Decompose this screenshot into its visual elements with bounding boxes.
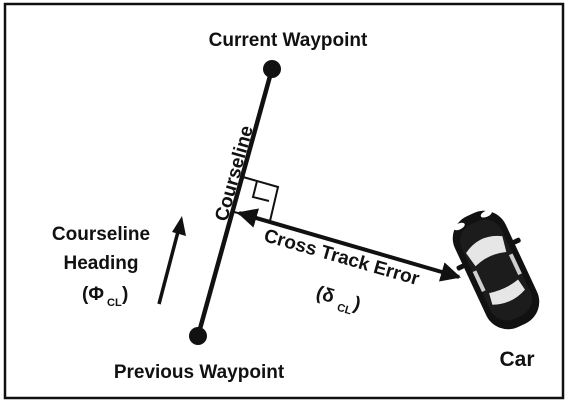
right-angle-inner-icon: [251, 180, 270, 202]
previous-waypoint-icon: [189, 327, 207, 345]
car-label: Car: [499, 348, 534, 371]
current-waypoint-label: Current Waypoint: [209, 30, 368, 51]
heading-arrow-icon: [157, 223, 182, 305]
courseline-label: Courseline: [211, 123, 257, 223]
heading-symbol-close: ): [122, 284, 128, 305]
cross-track-error-arrow: [237, 208, 461, 282]
heading-symbol-main: (Φ: [82, 284, 104, 305]
cross-track-symbol: (δ CL ): [314, 283, 363, 318]
cross-track-symbol-main: (δ: [314, 283, 337, 308]
previous-waypoint-label: Previous Waypoint: [114, 362, 285, 383]
heading-arrowhead-icon: [172, 216, 186, 236]
diagram-frame: [3, 2, 565, 400]
car-topview-icon: [452, 210, 540, 330]
current-waypoint-icon: [263, 60, 281, 78]
cross-track-symbol-close: ): [351, 293, 363, 315]
cross-track-symbol-subscript: CL: [336, 302, 354, 318]
courseline-line: [195, 68, 275, 337]
heading-symbol-subscript: CL: [107, 297, 122, 309]
heading-label-line1: Courseline: [52, 224, 150, 245]
heading-symbol: (Φ CL ): [82, 284, 128, 309]
heading-label-line2: Heading: [64, 253, 139, 274]
